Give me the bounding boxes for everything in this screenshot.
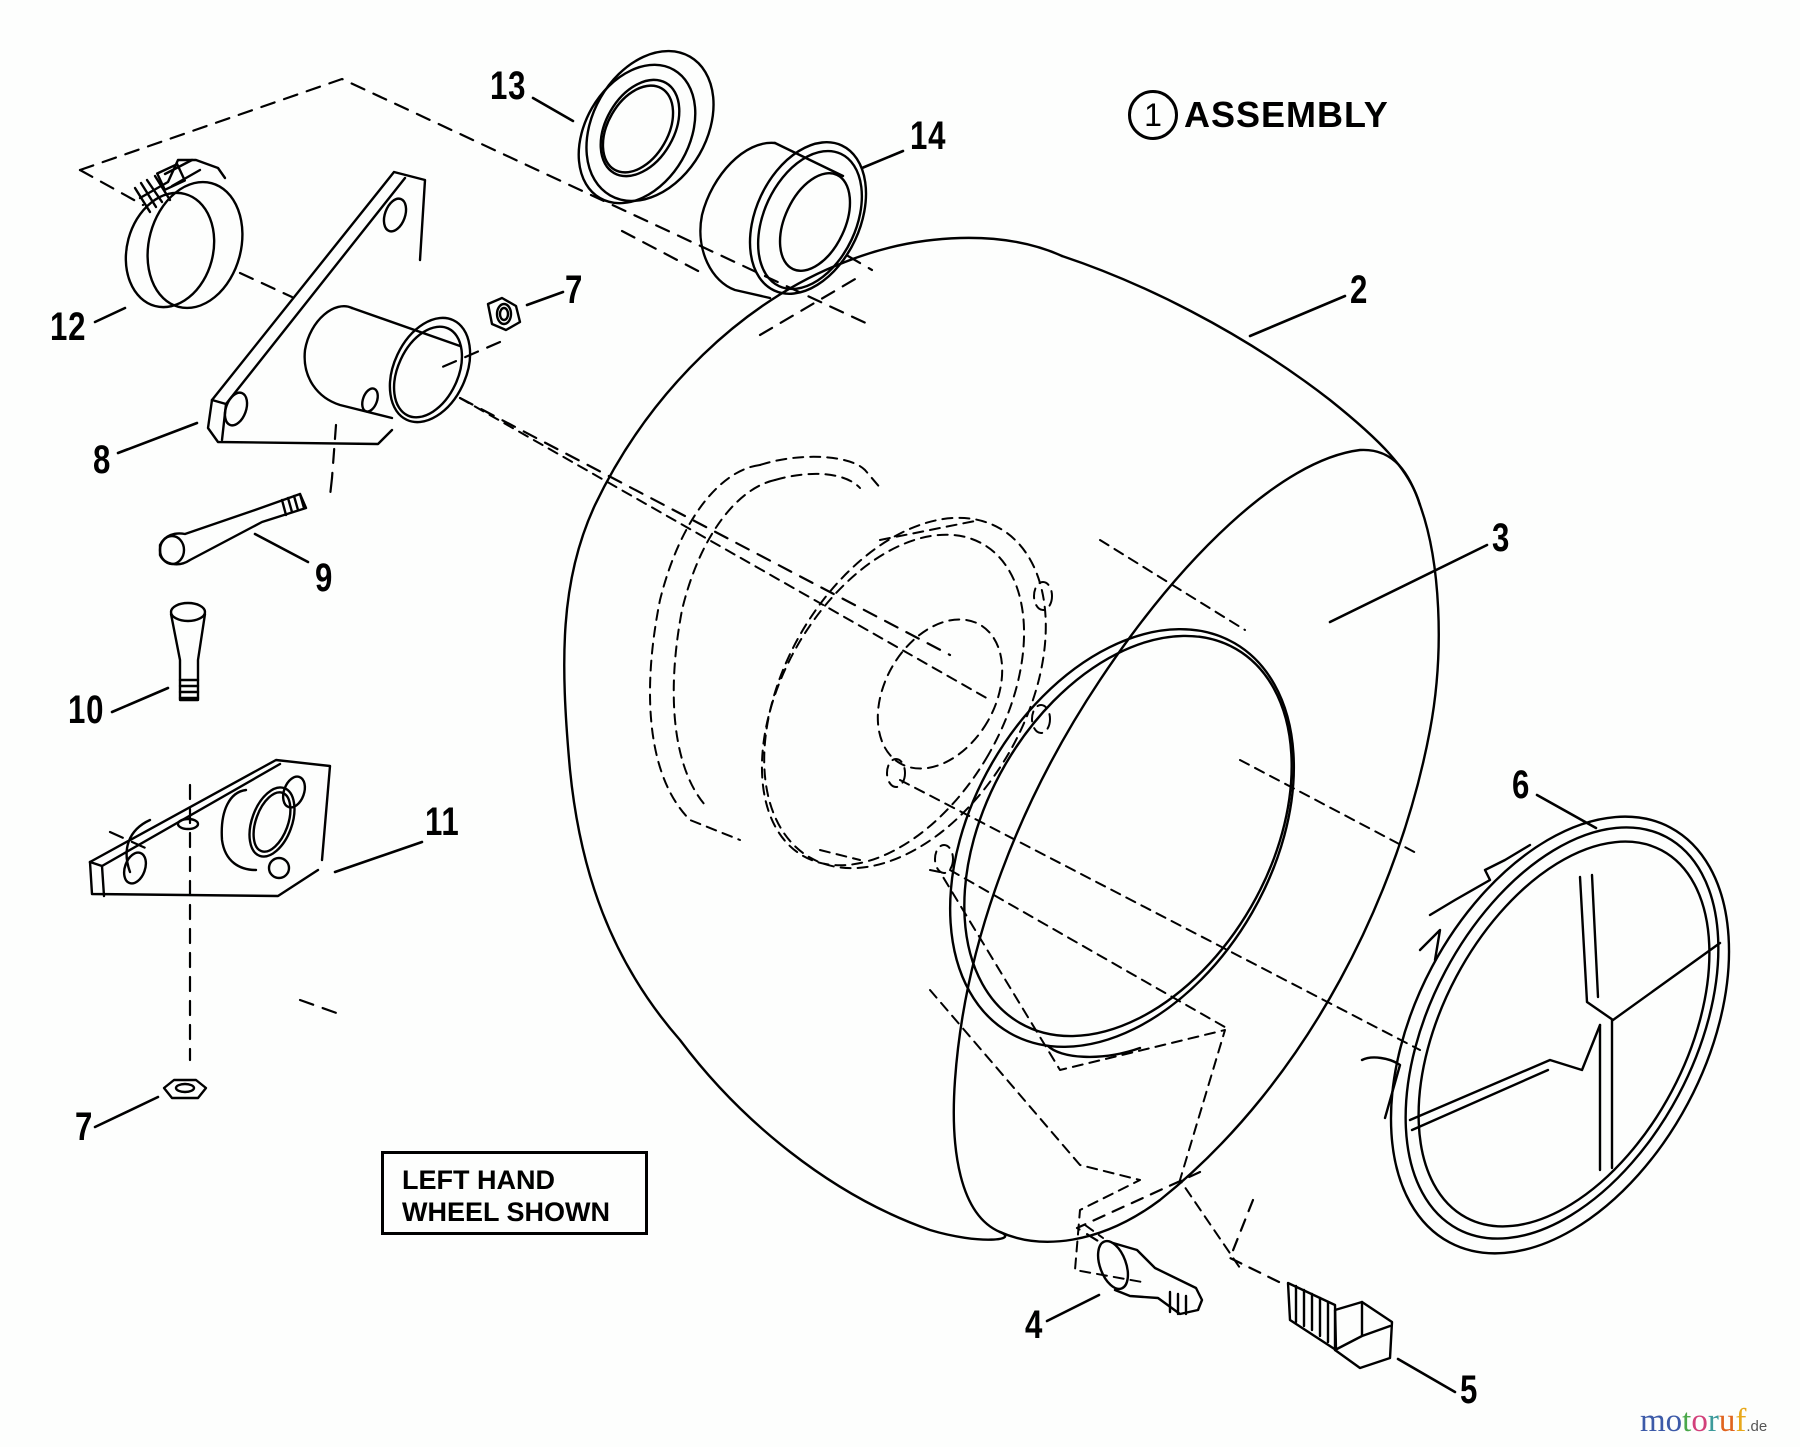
note-line-2: WHEEL SHOWN xyxy=(402,1197,610,1227)
watermark-letter: o xyxy=(1691,1403,1708,1439)
callout-2: 2 xyxy=(1350,268,1369,312)
watermark-letter: o xyxy=(1665,1403,1683,1439)
tire-2 xyxy=(563,236,1440,1243)
assembly-title: 1 ASSEMBLY xyxy=(1128,90,1389,140)
hex-nut-7-lower xyxy=(162,1078,208,1100)
callout-14: 14 xyxy=(910,114,947,158)
callout-4: 4 xyxy=(1025,1303,1044,1347)
axle-bracket-11 xyxy=(88,758,332,898)
callout-13: 13 xyxy=(490,64,527,108)
hex-nut-7-upper xyxy=(486,296,522,332)
left-hand-note-box: LEFT HAND WHEEL SHOWN xyxy=(381,1151,648,1235)
rim-hidden-lines xyxy=(459,397,1421,1283)
bolt-10 xyxy=(169,601,207,702)
callout-3: 3 xyxy=(1492,516,1511,560)
valve-stem-guide xyxy=(1075,1170,1281,1284)
callout-7-upper: 7 xyxy=(565,268,584,312)
watermark-letter: m xyxy=(1640,1403,1666,1439)
watermark-letter: f xyxy=(1735,1403,1747,1439)
rim-3 xyxy=(948,628,1296,1058)
bolt-9 xyxy=(158,492,308,566)
motoruf-watermark: motoruf.de xyxy=(1640,1405,1767,1438)
item-number-circle: 1 xyxy=(1128,90,1178,140)
watermark-letter: r xyxy=(1707,1403,1719,1439)
callout-11: 11 xyxy=(425,800,460,844)
watermark-tld: .de xyxy=(1746,1418,1768,1435)
hex-bolt-5 xyxy=(1286,1281,1394,1370)
axle-bracket-8 xyxy=(206,170,472,446)
bearing-13 xyxy=(577,49,715,205)
assembly-guide-lines xyxy=(78,77,952,1062)
watermark-name: motoruf xyxy=(1640,1403,1746,1439)
note-line-1: LEFT HAND xyxy=(402,1165,555,1195)
assembly-label: ASSEMBLY xyxy=(1184,94,1389,135)
callout-5: 5 xyxy=(1460,1368,1479,1412)
callout-12: 12 xyxy=(50,305,87,349)
callout-7-lower: 7 xyxy=(75,1105,94,1149)
callout-6: 6 xyxy=(1512,763,1531,807)
valve-stem-4 xyxy=(1096,1239,1204,1316)
hub-cap-6 xyxy=(1360,815,1731,1255)
spacer-14 xyxy=(699,141,868,300)
hose-clamp-12 xyxy=(124,158,244,310)
watermark-letter: t xyxy=(1682,1403,1692,1439)
watermark-letter: u xyxy=(1718,1403,1736,1439)
leader-lines xyxy=(93,96,1598,1394)
callout-9: 9 xyxy=(315,556,334,600)
callout-10: 10 xyxy=(68,688,105,732)
callout-8: 8 xyxy=(93,438,112,482)
